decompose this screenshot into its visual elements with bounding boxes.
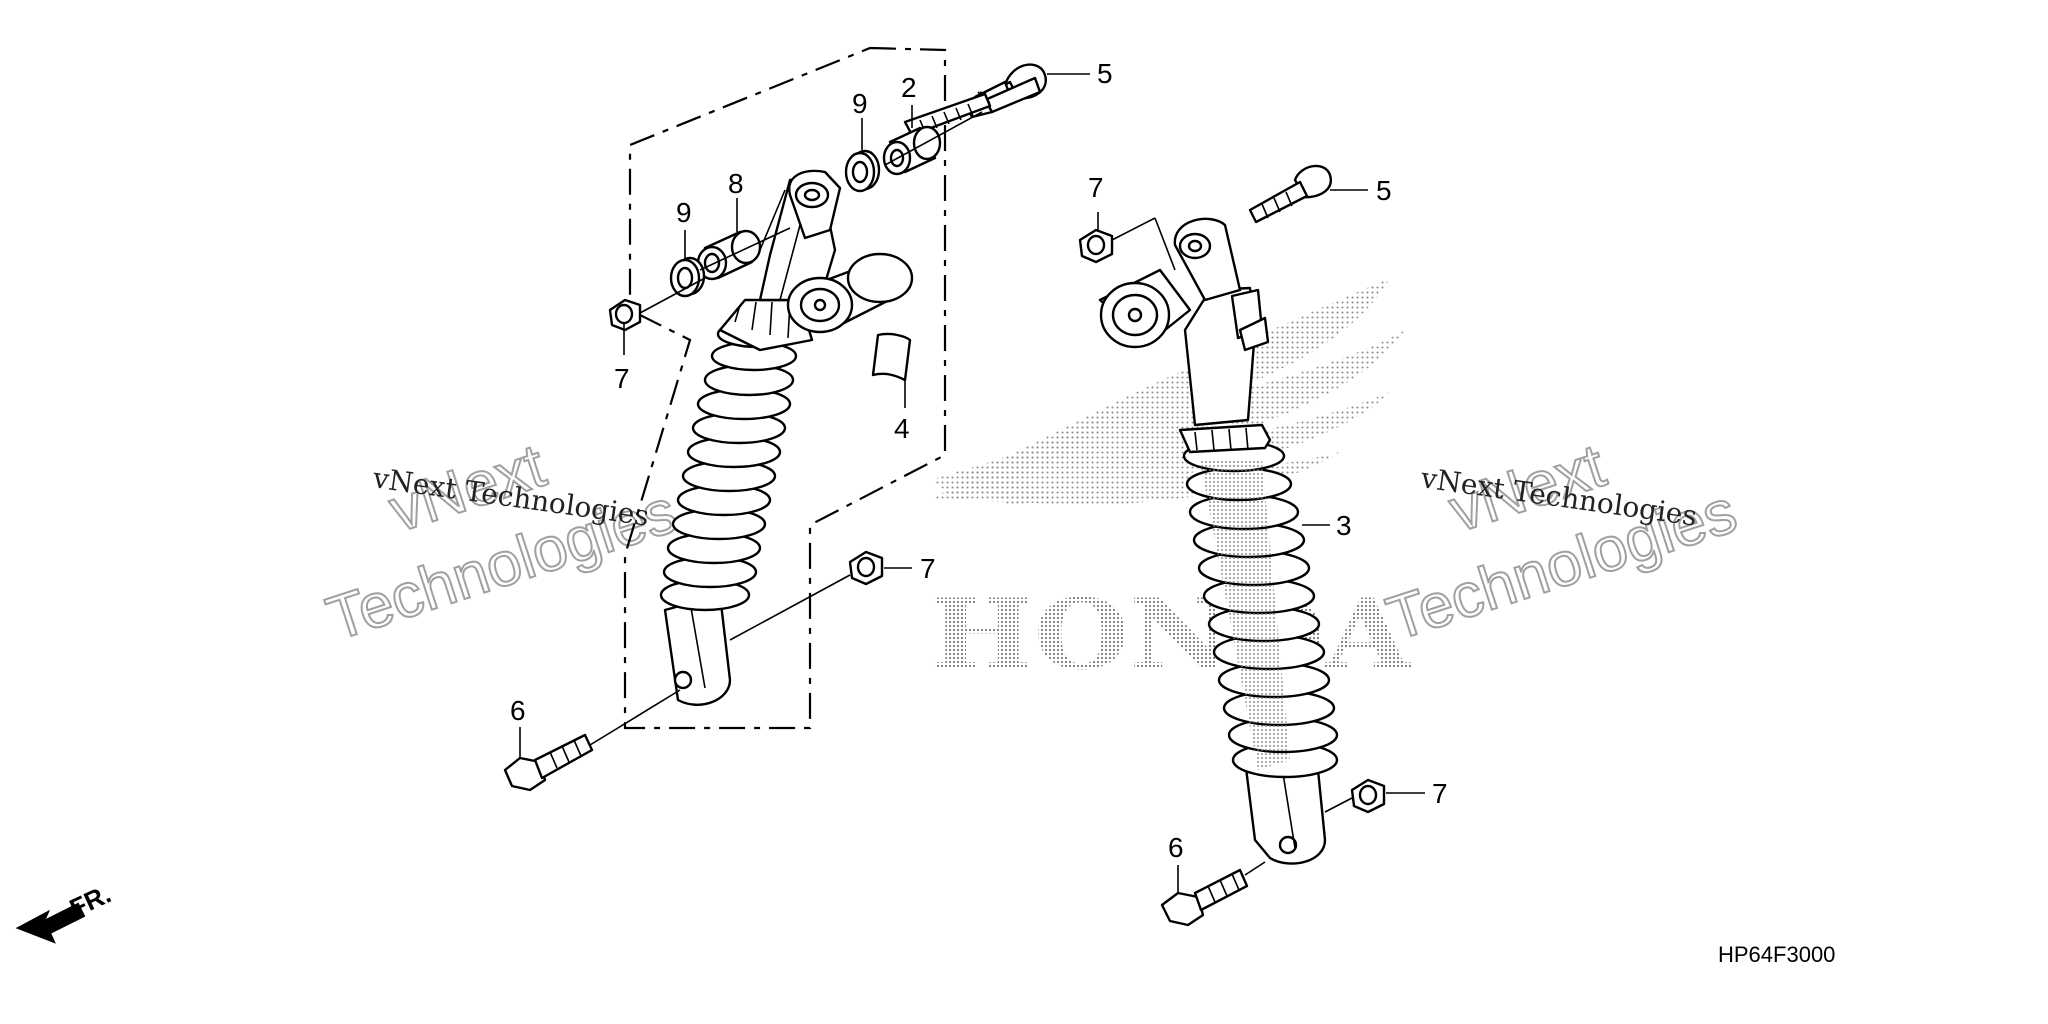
left-seal-9-right xyxy=(844,149,881,193)
callout-right-shock-3: 3 xyxy=(1336,510,1352,541)
front-arrow-icon xyxy=(15,902,86,944)
left-nut-7-bottom xyxy=(848,550,884,586)
right-nut-7-top xyxy=(1078,228,1114,264)
diagram-code: HP64F3000 xyxy=(1718,942,1835,967)
callout-right-nut-7-bottom: 7 xyxy=(1432,778,1448,809)
honda-wordmark: HONDA xyxy=(930,578,1412,691)
right-nut-7-bottom xyxy=(1350,778,1386,814)
left-top-bolt xyxy=(903,63,1047,137)
left-bottom-bolt xyxy=(503,733,594,792)
left-shock-absorber xyxy=(659,169,914,706)
right-top-bolt xyxy=(1248,164,1332,224)
watermark-right: vNext Technologies vNext Technologies xyxy=(1378,430,1746,655)
callout-right-nut-7-top: 7 xyxy=(1088,172,1104,203)
right-hardware xyxy=(1078,164,1386,927)
callout-left-bolt-5: 5 xyxy=(1097,58,1113,89)
left-seal-9-left xyxy=(669,256,706,298)
callout-left-collar-8: 8 xyxy=(728,168,744,199)
callout-left-collar-2: 2 xyxy=(901,72,917,103)
right-shock-absorber xyxy=(1098,217,1339,865)
honda-wing-logo: HONDA xyxy=(930,278,1412,691)
callout-right-bolt-5: 5 xyxy=(1376,175,1392,206)
callout-left-seal-9-right: 9 xyxy=(852,88,868,119)
callout-right-bolt-6: 6 xyxy=(1168,832,1184,863)
leader-lines xyxy=(519,73,1425,893)
callout-left-nut-7-top: 7 xyxy=(614,363,630,394)
left-assembly-group-outline xyxy=(623,46,947,730)
callout-left-seal-9-left: 9 xyxy=(676,197,692,228)
callout-left-label-4: 4 xyxy=(894,413,910,444)
left-collar-8 xyxy=(696,229,762,281)
front-direction-indicator: FR. xyxy=(15,879,116,944)
callout-left-bolt-6: 6 xyxy=(510,695,526,726)
left-spring xyxy=(659,319,800,612)
callout-left-nut-7-bottom: 7 xyxy=(920,553,936,584)
callout-numbers: 5 2 9 9 8 7 4 7 6 7 5 3 7 6 xyxy=(510,58,1448,863)
left-nut-7-top xyxy=(608,298,642,332)
left-label-sticker xyxy=(871,332,912,382)
right-bottom-bolt xyxy=(1160,868,1249,927)
